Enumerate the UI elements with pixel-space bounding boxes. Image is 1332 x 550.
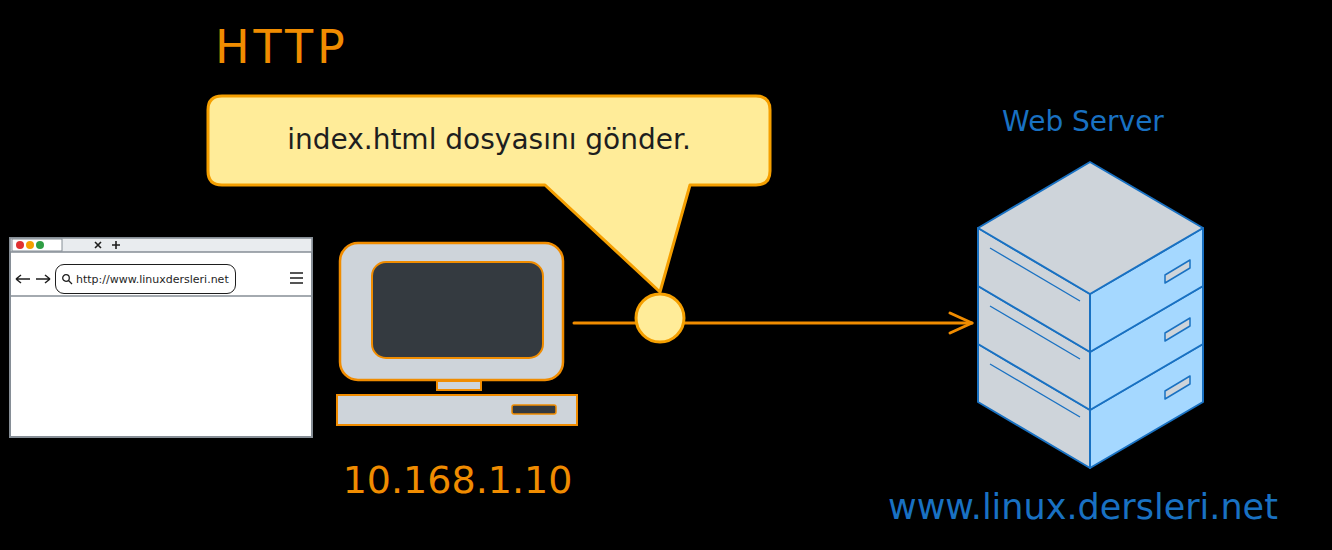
forward-arrow-icon bbox=[36, 275, 50, 283]
computer-node: 10.168.1.10 bbox=[325, 240, 590, 520]
server-text-row: Web Server bbox=[840, 105, 1326, 138]
ip-address: 10.168.1.10 bbox=[343, 458, 573, 502]
server-hostname: www.linux.dersleri.net bbox=[888, 487, 1278, 527]
server-text-row: www.linux.dersleri.net bbox=[840, 487, 1326, 527]
back-arrow-icon bbox=[16, 275, 30, 283]
connector-line bbox=[574, 322, 972, 325]
search-icon bbox=[61, 273, 73, 285]
bubble-text: index.html dosyasını gönder. bbox=[287, 123, 691, 156]
server-icon bbox=[970, 155, 1210, 475]
ip-area: 10.168.1.10 bbox=[325, 458, 590, 502]
urlbar-node: http://www.linuxdersleri.net bbox=[55, 264, 236, 294]
menu-icon bbox=[290, 273, 303, 283]
arrow-head bbox=[950, 313, 972, 333]
message-point bbox=[636, 294, 684, 342]
server-node: Web Server www.linux.dersleri.net bbox=[840, 105, 1326, 545]
close-dot bbox=[16, 241, 24, 249]
server-heading: Web Server bbox=[1002, 105, 1164, 138]
bubble-text-area: index.html dosyasını gönder. bbox=[205, 93, 773, 185]
max-dot bbox=[36, 241, 44, 249]
browser-window bbox=[10, 238, 312, 437]
min-dot bbox=[26, 241, 34, 249]
url-text: http://www.linuxdersleri.net bbox=[76, 273, 229, 286]
new-tab-icon bbox=[112, 241, 120, 249]
diagram-title: HTTP bbox=[215, 20, 349, 74]
connector bbox=[574, 313, 972, 333]
tab-close-icon bbox=[95, 242, 101, 248]
server-column: Web Server www.linux.dersleri.net bbox=[840, 105, 1326, 545]
computer-icon bbox=[325, 240, 590, 435]
